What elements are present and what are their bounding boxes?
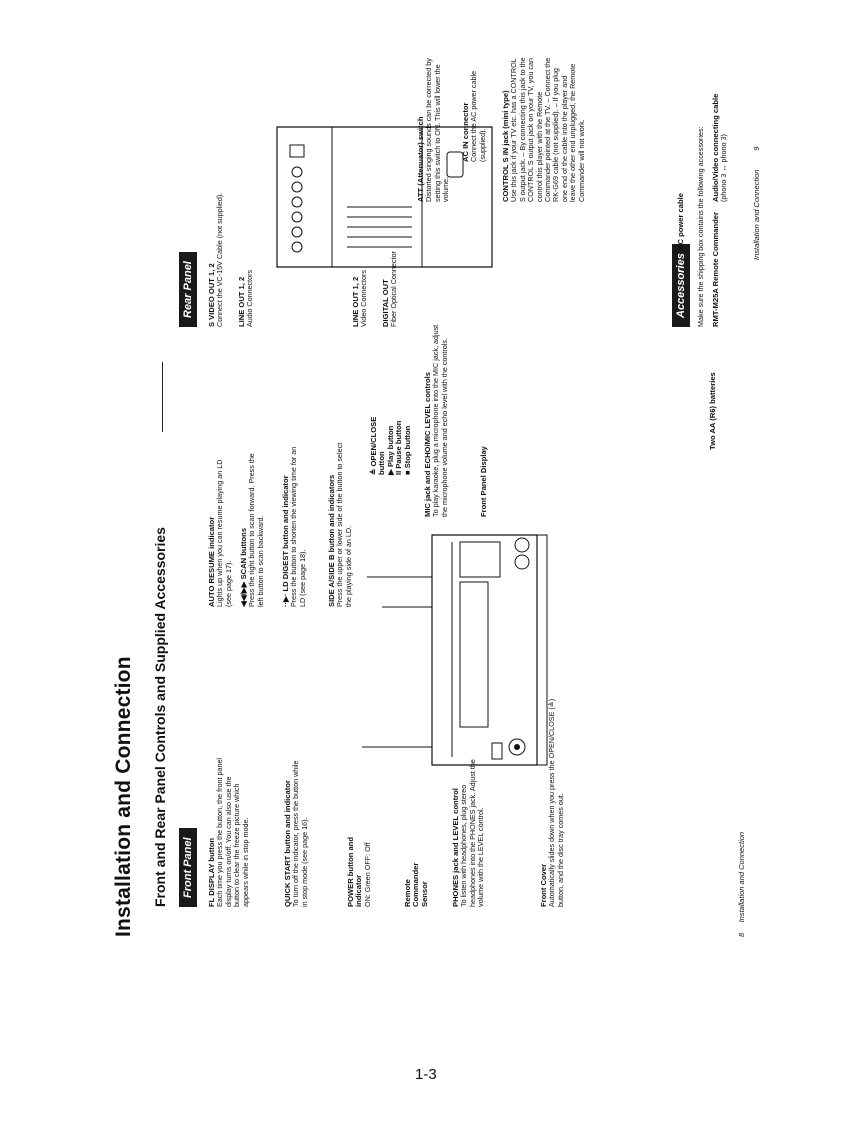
- callout-ld-digest: ··▶· LD DIGEST button and indicator Pres…: [281, 442, 307, 607]
- callout-fl-display: FL DISPLAY button Each time you press th…: [207, 757, 250, 907]
- section-title: Installation and Connection: [112, 656, 135, 937]
- callout-quick-start: QUICK START button and indicator To turn…: [283, 757, 309, 908]
- rear-panel-illustration: [272, 117, 497, 277]
- accessories-tab: Accessories: [672, 244, 690, 327]
- footer-left: 8 Installation and Connection: [737, 832, 746, 937]
- callout-control-s: CONTROL S IN jack (mini type) Use this j…: [501, 57, 586, 202]
- callout-power: POWER button and indicator ON: Green OFF…: [346, 832, 372, 907]
- callout-text: Lights up when you can resume playing an…: [215, 459, 233, 607]
- callout-side-ab: SIDE A/SIDE B button and indicators Pres…: [327, 442, 353, 607]
- footer-right-text: Installation and Connection: [752, 169, 761, 260]
- callout-title: ■ Stop button: [402, 425, 412, 475]
- callout-auto-resume: AUTO RESUME indicator Lights up when you…: [207, 447, 233, 607]
- callout-text: ON: Green OFF: Off: [362, 842, 372, 907]
- accessory-title: RMT-M25A Remote Commander: [711, 212, 720, 327]
- callout-text: Use this jack if your TV etc. has a CONT…: [509, 57, 586, 202]
- callout-text: Press the right button to scan forward. …: [247, 453, 265, 607]
- callout-remote-sensor: Remote Commander Sensor: [403, 842, 429, 907]
- callout-text: Press the button to shorten the viewing …: [289, 446, 307, 607]
- callout-title: Remote Commander Sensor: [403, 862, 429, 907]
- callout-scan: ◀◀/▶▶ SCAN buttons Press the right butto…: [239, 447, 265, 607]
- footer-left-text: Installation and Connection: [737, 831, 746, 923]
- manual-spread: Installation and Connection Front and Re…: [112, 57, 752, 937]
- callout-text: Press the upper or lower side of the but…: [335, 442, 353, 607]
- footer-right: Installation and Connection 9: [752, 60, 761, 260]
- accessory-note: (phono 3 ↔ phono 3): [719, 134, 729, 202]
- page-subtitle: Front and Rear Panel Controls and Suppli…: [152, 527, 168, 907]
- page-number: 1-3: [415, 1066, 437, 1083]
- callout-text: Audio Connectors: [245, 269, 255, 327]
- callout-mic: MIC jack and ECHO/MIC LEVEL controls To …: [423, 317, 449, 517]
- front-panel-tab: Front Panel: [179, 828, 197, 907]
- footer-left-page: 8: [737, 932, 746, 937]
- accessory-av-cable: Audio/Video connecting cable (phono 3 ↔ …: [711, 62, 729, 202]
- callout-text: To turn off the indicator, press the but…: [291, 760, 309, 908]
- callout-transport: ≜ OPEN/CLOSE button ▶ Play button II Pau…: [369, 395, 412, 475]
- front-panel-illustration: [352, 517, 567, 767]
- callout-text: Each time you press the button, the fron…: [215, 757, 250, 907]
- accessory-remote: RMT-M25A Remote Commander: [711, 187, 720, 327]
- callout-front-display: Front Panel Display: [479, 397, 488, 517]
- accessories-intro: Make sure the shipping box contains the …: [696, 126, 705, 327]
- callout-line-out-audio: LINE OUT 1, 2 Audio Connectors: [237, 187, 255, 327]
- footer-right-page: 9: [752, 146, 761, 151]
- callout-s-video: S VIDEO OUT 1, 2 Connect the VC-15V Cabl…: [207, 187, 225, 327]
- callout-title: POWER button and indicator: [346, 836, 364, 907]
- subtitle-rule: [162, 362, 163, 432]
- callout-title: Front Panel Display: [479, 446, 488, 517]
- callout-phones: PHONES jack and LEVEL control To listen …: [451, 757, 486, 907]
- callout-title: ≜ OPEN/CLOSE button: [369, 416, 387, 475]
- callout-text: Connect the VC-15V Cable (not supplied).: [215, 192, 225, 327]
- callout-text: To listen with headphones, plug stereo h…: [459, 759, 486, 907]
- callout-text: To play karaoke, plug a microphone into …: [431, 324, 449, 517]
- rear-panel-tab: Rear Panel: [179, 252, 197, 327]
